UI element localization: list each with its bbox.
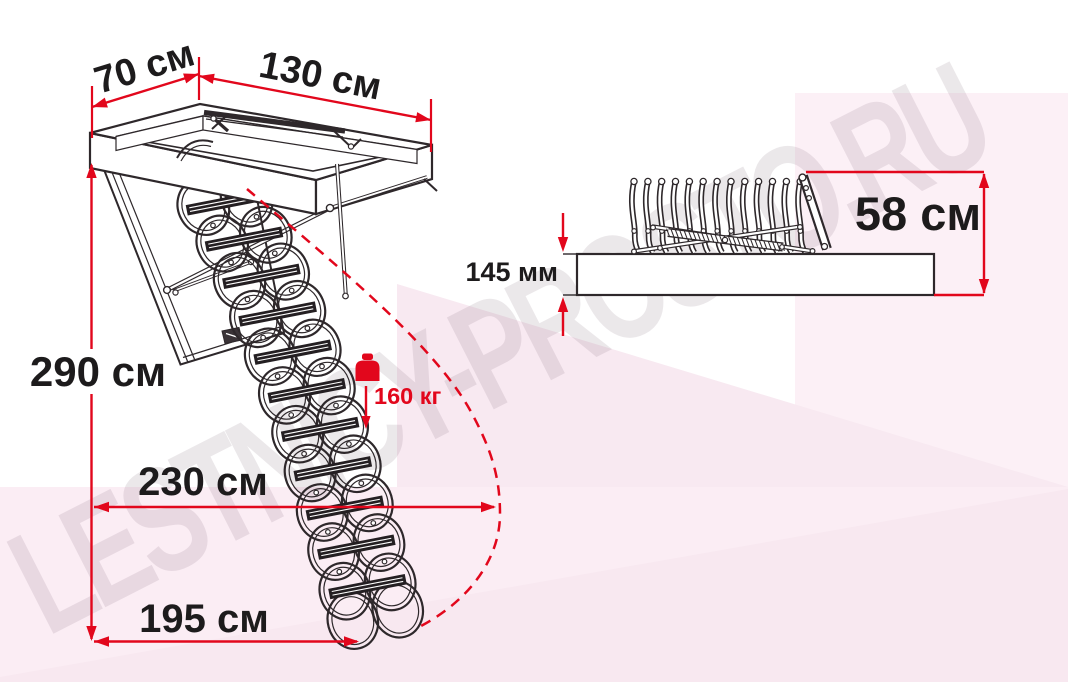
swing-arc	[246, 188, 502, 628]
background-pink-bottomleft	[0, 489, 1068, 682]
perspective-view	[88, 102, 438, 650]
load-label: 160 кг	[374, 383, 441, 409]
lid-mechanism	[176, 109, 438, 300]
box-innerwall-back	[202, 115, 418, 165]
hatch-box	[88, 102, 434, 216]
background-pink-wedge	[397, 284, 1068, 487]
ladder-rivets	[210, 213, 388, 575]
dimension-lines	[86, 57, 990, 647]
label-floor-195: 195 см	[139, 597, 269, 641]
hatch-lid-side	[575, 252, 936, 297]
load-capacity: 160 кг	[355, 353, 441, 429]
scissor-cross-rods	[622, 224, 832, 255]
label-thickness-145: 145 мм	[466, 257, 559, 287]
side-view	[563, 173, 936, 297]
label-swing-230: 230 см	[138, 460, 268, 504]
weight-icon	[355, 353, 380, 381]
label-height-290: 290 см	[30, 348, 166, 395]
label-folded-58: 58 см	[855, 187, 981, 240]
folded-scissor-arm	[798, 173, 832, 251]
